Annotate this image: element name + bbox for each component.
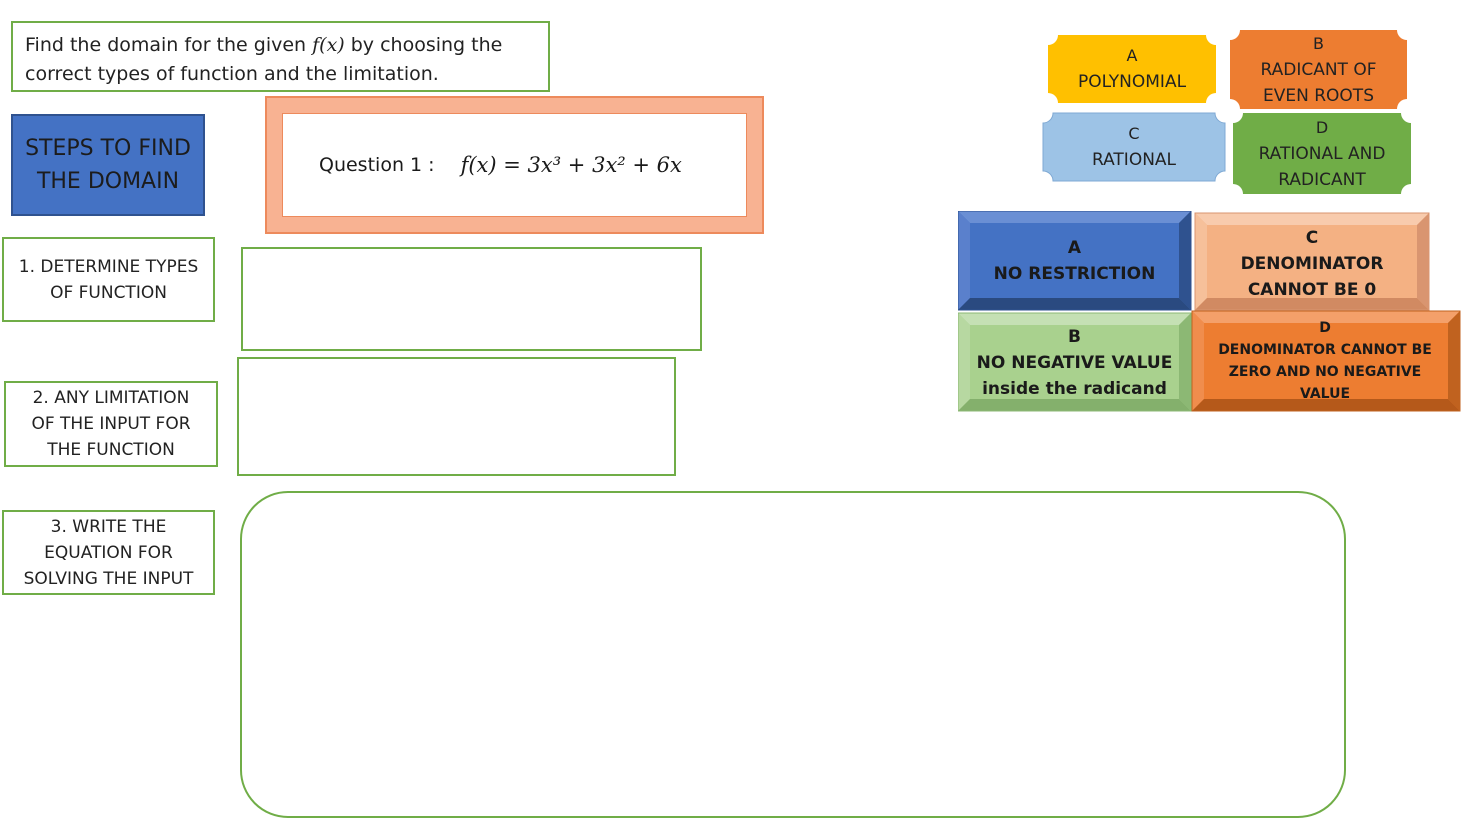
instruction-line-2: correct types of function and the limita… bbox=[25, 63, 439, 85]
limit-tile-no-negative-radicand[interactable]: B NO NEGATIVE VALUE inside the radicand bbox=[976, 327, 1173, 399]
question-label: Question 1 : bbox=[319, 154, 435, 176]
limit-tile-no-restriction[interactable]: A NO RESTRICTION bbox=[993, 237, 1156, 284]
rational-radicant-tile-shape bbox=[1233, 113, 1411, 194]
limit-tile-denominator-not-zero[interactable]: C DENOMINATOR CANNOT BE 0 bbox=[1240, 228, 1384, 300]
denominator-no-negative-tile-shape bbox=[1191, 310, 1461, 412]
type-tile-radicant-even-roots[interactable]: B RADICANT OF EVEN ROOTS bbox=[1260, 33, 1377, 106]
limitation-tiles bbox=[958, 211, 1461, 412]
question-formula: f(x) = 3x³ + 3x² + 6x bbox=[460, 153, 682, 177]
step-2-box: 2. ANY LIMITATION OF THE INPUT FOR THE F… bbox=[4, 381, 218, 467]
no-negative-tile-shape bbox=[958, 312, 1192, 412]
function-type-tiles bbox=[1042, 30, 1411, 194]
type-tile-rational-and-radicant[interactable]: D RATIONAL AND RADICANT bbox=[1258, 117, 1386, 190]
steps-title: STEPS TO FIND THE DOMAIN bbox=[11, 114, 205, 216]
function-type-drop-zone[interactable] bbox=[241, 247, 702, 351]
instruction-box: Find the domain for the given f(x) by ch… bbox=[11, 21, 550, 92]
equation-answer-area[interactable] bbox=[240, 491, 1346, 818]
limitation-drop-zone[interactable] bbox=[237, 357, 676, 476]
polynomial-tile-shape bbox=[1048, 35, 1216, 103]
step-1-box: 1. DETERMINE TYPES OF FUNCTION bbox=[2, 237, 215, 322]
type-tile-polynomial[interactable]: A POLYNOMIAL bbox=[1077, 46, 1187, 92]
type-tile-rational[interactable]: C RATIONAL bbox=[1091, 124, 1177, 170]
no-restriction-tile-shape bbox=[958, 211, 1192, 311]
rational-tile-shape bbox=[1042, 112, 1226, 182]
instruction-line-1: Find the domain for the given f(x) by ch… bbox=[25, 34, 503, 56]
denominator-tile-shape bbox=[1194, 212, 1430, 311]
step-3-box: 3. WRITE THE EQUATION FOR SOLVING THE IN… bbox=[2, 510, 215, 595]
fx-symbol: f(x) bbox=[312, 34, 345, 56]
radicant-tile-shape bbox=[1230, 30, 1407, 109]
limit-tile-denominator-and-no-negative[interactable]: D DENOMINATOR CANNOT BE ZERO AND NO NEGA… bbox=[1218, 320, 1432, 402]
question-box: Question 1 : f(x) = 3x³ + 3x² + 6x bbox=[282, 113, 747, 217]
